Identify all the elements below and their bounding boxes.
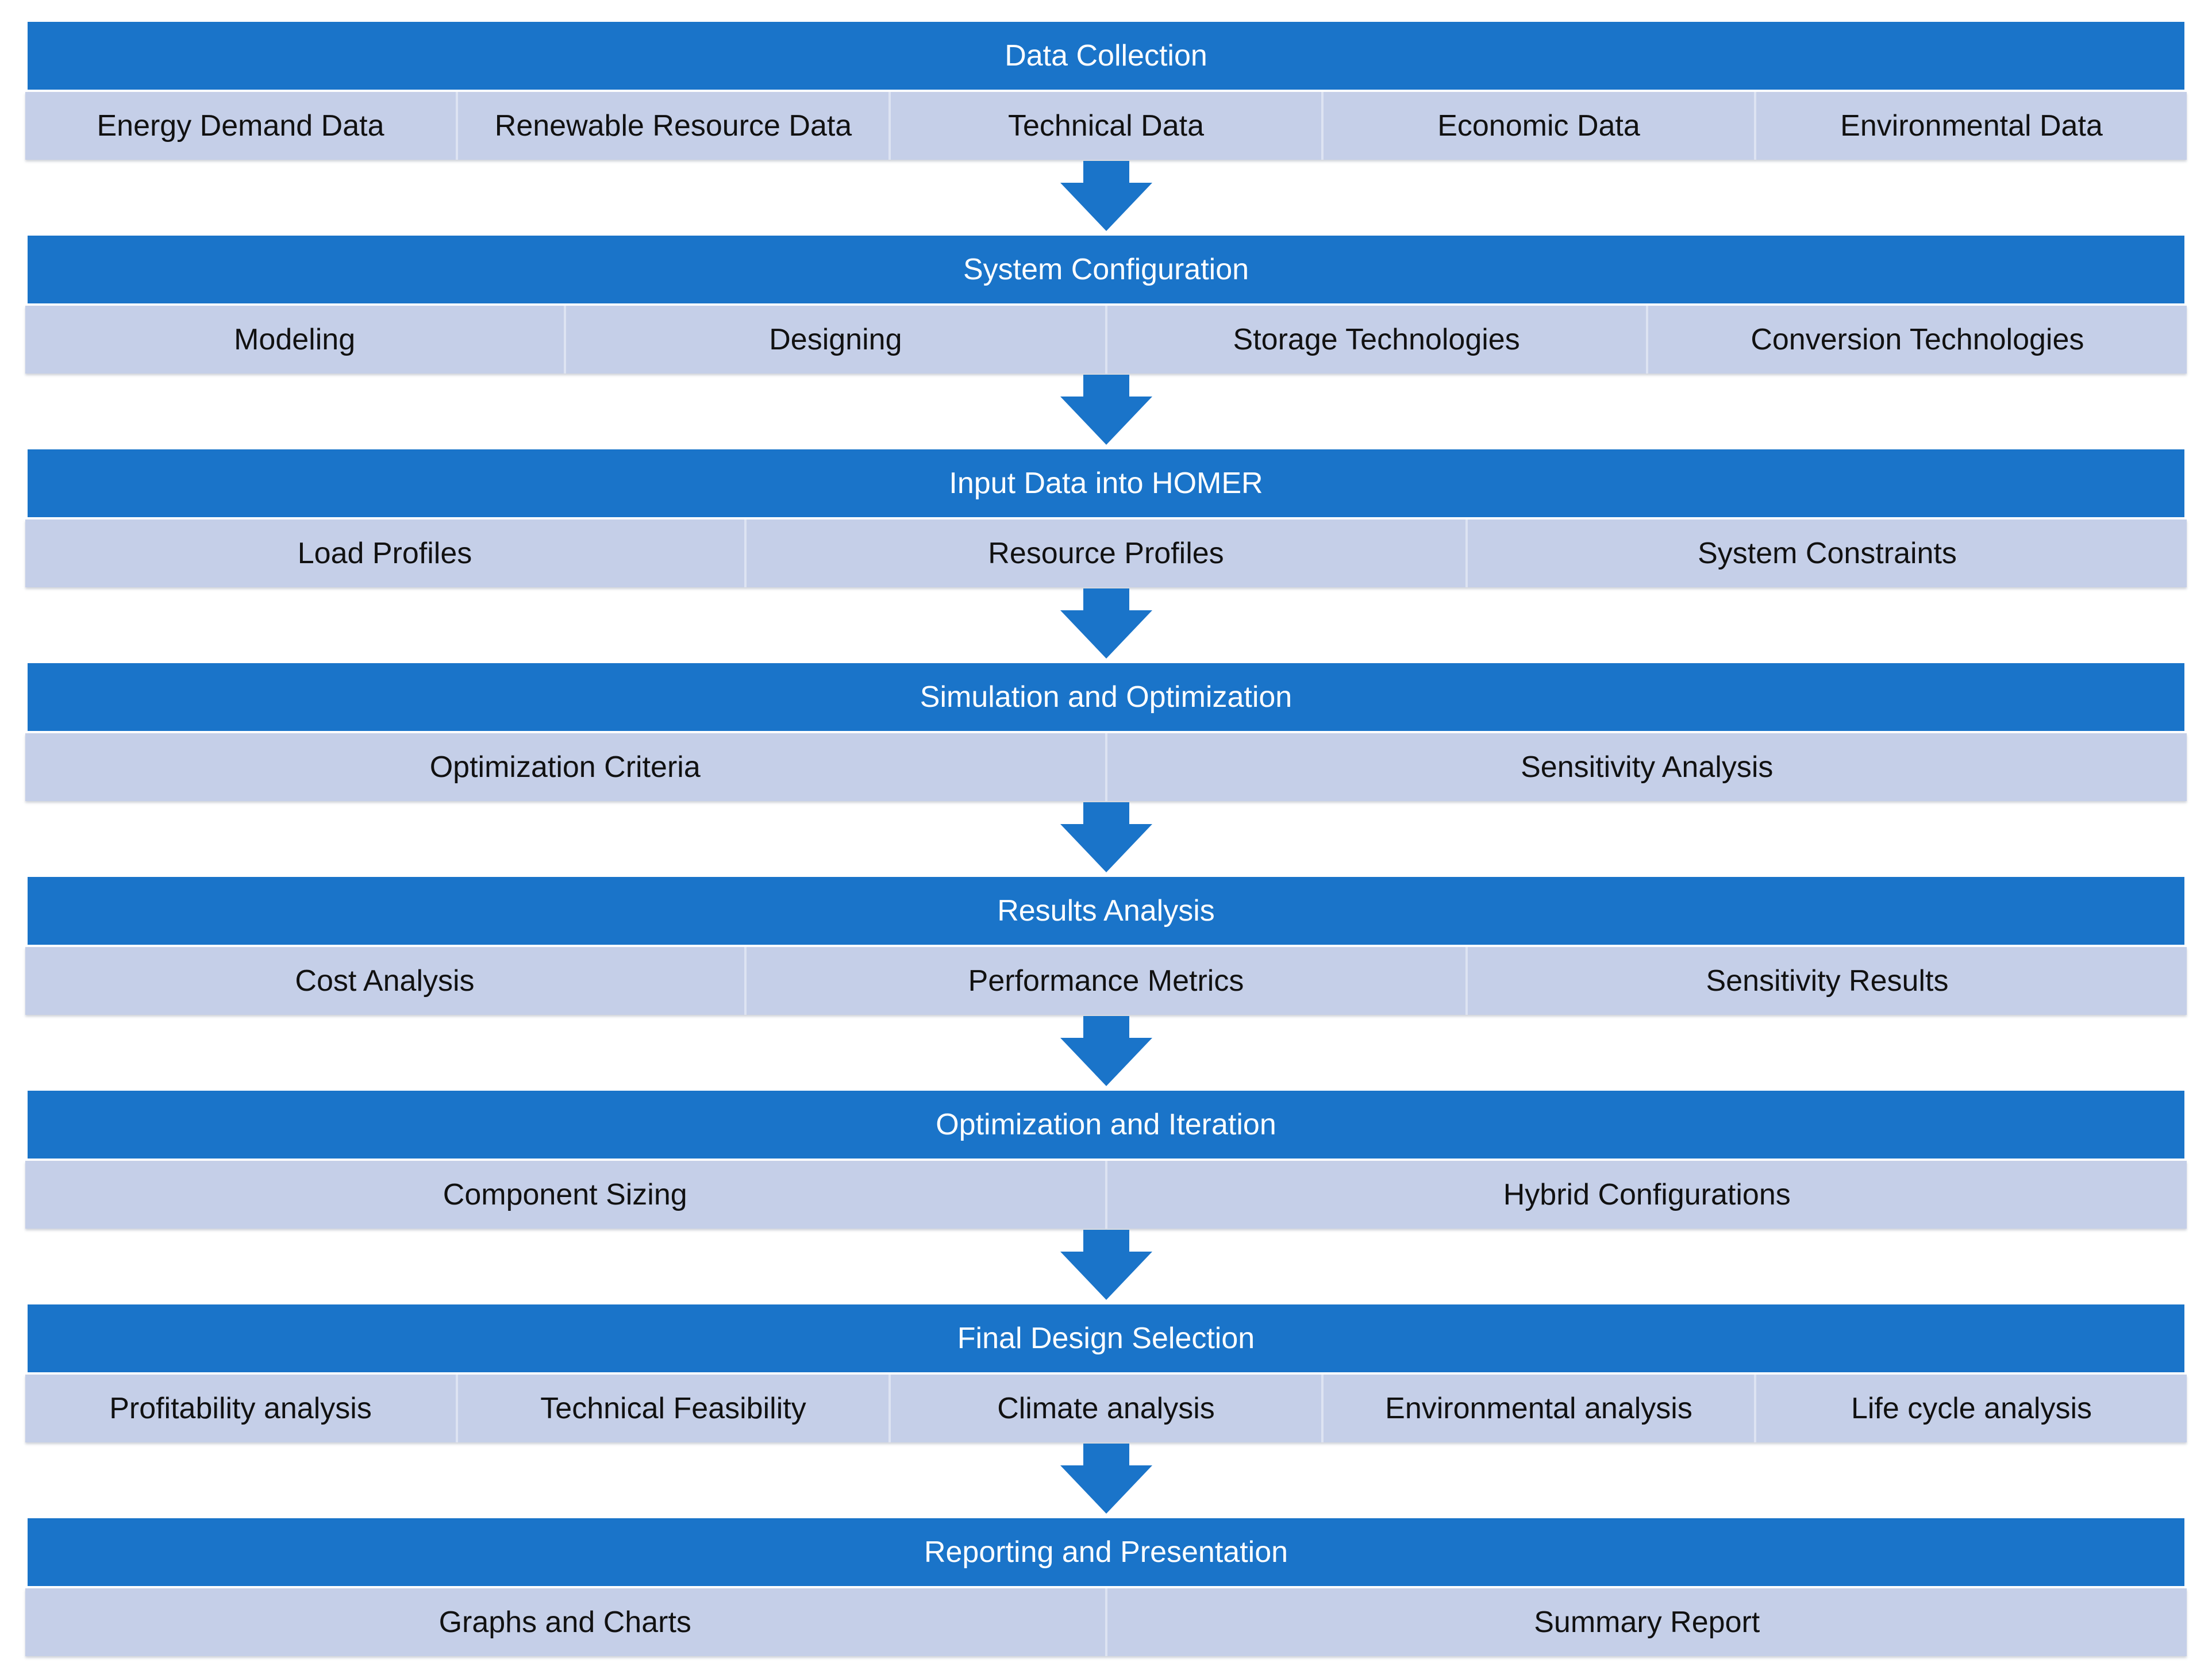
stage-header: Simulation and Optimization: [28, 663, 2184, 731]
stage-item: Cost Analysis: [25, 947, 744, 1015]
flow-arrow-icon: [1060, 1230, 1152, 1300]
stage-item: Summary Report: [1105, 1588, 2187, 1656]
stage-item: Graphs and Charts: [25, 1588, 1105, 1656]
stage-item: Load Profiles: [25, 519, 744, 587]
stage-header: Optimization and Iteration: [28, 1091, 2184, 1159]
stage-header: Results Analysis: [28, 877, 2184, 945]
stage-item: Sensitivity Results: [1465, 947, 2187, 1015]
stage-item: Storage Technologies: [1105, 306, 1646, 374]
stage-item: Sensitivity Analysis: [1105, 733, 2187, 801]
flow-arrow-icon: [1060, 1444, 1152, 1514]
flow-arrow-icon: [1060, 1016, 1152, 1086]
stage-item: Performance Metrics: [744, 947, 1465, 1015]
stage-item: Life cycle analysis: [1754, 1375, 2187, 1442]
stage-header: Final Design Selection: [28, 1304, 2184, 1372]
flow-arrow-icon: [1060, 161, 1152, 231]
stage-header: Data Collection: [28, 22, 2184, 90]
flow-arrow-icon: [1060, 588, 1152, 659]
stage-item: Technical Data: [888, 92, 1321, 160]
stage-item: Designing: [564, 306, 1105, 374]
stage-item: Technical Feasibility: [456, 1375, 888, 1442]
stage-item: Resource Profiles: [744, 519, 1465, 587]
stage-item: Economic Data: [1321, 92, 1754, 160]
stage-item: Renewable Resource Data: [456, 92, 888, 160]
stage-item: Environmental Data: [1754, 92, 2187, 160]
stage-item: Energy Demand Data: [25, 92, 456, 160]
stage-item: Hybrid Configurations: [1105, 1161, 2187, 1229]
stage-header: System Configuration: [28, 236, 2184, 303]
stage-item: Climate analysis: [888, 1375, 1321, 1442]
stage-header: Reporting and Presentation: [28, 1518, 2184, 1586]
stage-item: Modeling: [25, 306, 564, 374]
stage-item: Environmental analysis: [1321, 1375, 1754, 1442]
flow-arrow-icon: [1060, 802, 1152, 872]
stage-header: Input Data into HOMER: [28, 449, 2184, 517]
flow-arrow-icon: [1060, 375, 1152, 445]
stage-item: Component Sizing: [25, 1161, 1105, 1229]
stage-item: Conversion Technologies: [1645, 306, 2187, 374]
stage-item: Optimization Criteria: [25, 733, 1105, 801]
stage-item: Profitability analysis: [25, 1375, 456, 1442]
stage-item: System Constraints: [1465, 519, 2187, 587]
